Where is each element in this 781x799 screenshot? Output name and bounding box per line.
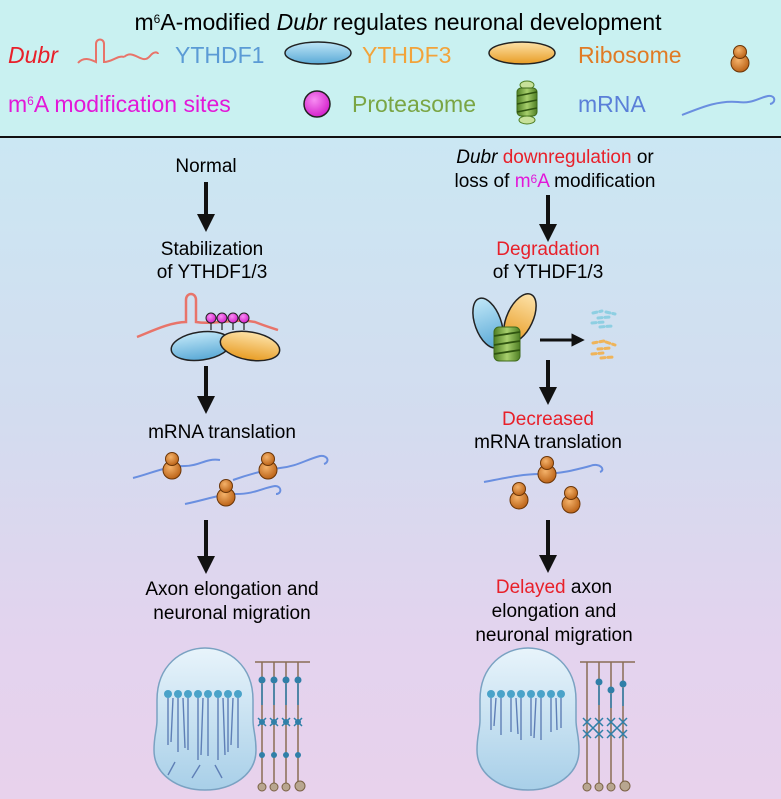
right-ribosomes: [509, 456, 581, 514]
legend-ythdf3-icon: [488, 41, 556, 65]
legend-mrna-label: mRNA: [578, 91, 646, 117]
legend-ythdf3-label: YTHDF3: [362, 42, 452, 68]
right-translation-mrna: [483, 463, 604, 483]
left-neuron-migration-schematic: [255, 661, 310, 792]
left-dubr-complex: [136, 292, 281, 362]
right-arrows: [539, 195, 585, 573]
degraded-fragments: [590, 309, 617, 360]
legend-ythdf1-icon: [284, 41, 352, 65]
legend-proteasome-label: Proteasome: [352, 91, 477, 117]
left-ribosomes: [162, 452, 278, 507]
right-cortex-schematic: [476, 647, 580, 791]
legend-m6a-icon: [303, 90, 331, 118]
left-cortex-schematic: [153, 647, 257, 791]
legend-m6a-label: m6A modification sites: [8, 91, 231, 117]
right-proteasome-complex: [472, 293, 537, 362]
legend-dubr-label: Dubr: [8, 42, 58, 68]
legend-ribosome-icon: [730, 45, 750, 73]
legend-proteasome-icon: [516, 80, 538, 125]
right-neuron-migration-schematic: [580, 661, 635, 792]
left-translation-mrna: [132, 454, 329, 505]
header-divider: [0, 136, 781, 138]
left-step-translation: mRNA translation: [148, 422, 296, 443]
legend-ythdf1-label: YTHDF1: [175, 42, 265, 68]
right-step-condition: Dubr downregulation or loss of m6A modif…: [454, 147, 656, 192]
legend-mrna-icon: [681, 94, 776, 116]
legend-dubr-icon: [77, 38, 159, 64]
right-step-outcome: Delayed axon elongation and neuronal mig…: [475, 577, 633, 646]
left-step-normal: Normal: [175, 156, 237, 177]
diagram-title: m6A-modified Dubr regulates neuronal dev…: [134, 9, 662, 35]
legend-ribosome-label: Ribosome: [578, 42, 682, 68]
